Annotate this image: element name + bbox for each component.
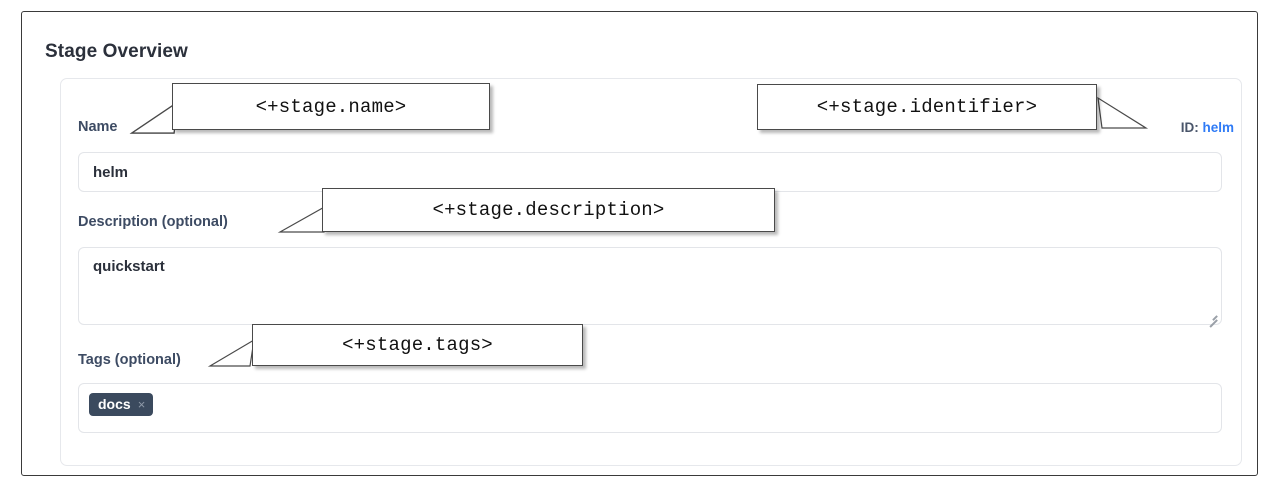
name-field-label: Name <box>78 119 118 135</box>
description-value: quickstart <box>93 258 165 275</box>
stage-id-prefix: ID: <box>1180 120 1199 135</box>
callout-stage-name: <+stage.name> <box>172 83 490 130</box>
tags-field-label: Tags (optional) <box>78 352 181 368</box>
page-title: Stage Overview <box>45 41 188 62</box>
tags-input[interactable]: docs × <box>78 383 1222 433</box>
description-textarea[interactable]: quickstart <box>78 247 1222 327</box>
tag-chip-label: docs <box>98 396 131 412</box>
callout-tail-identifier <box>1097 96 1149 129</box>
name-input[interactable] <box>78 152 1222 192</box>
stage-id-value[interactable]: helm <box>1202 120 1234 135</box>
tag-chip[interactable]: docs × <box>89 393 154 416</box>
tag-remove-icon[interactable]: × <box>137 396 146 412</box>
callout-stage-tags: <+stage.tags> <box>252 324 583 366</box>
stage-id-readout: ID: helm <box>1181 120 1234 135</box>
resize-handle-icon[interactable] <box>1206 310 1218 327</box>
callout-stage-description: <+stage.description> <box>322 188 775 232</box>
callout-stage-identifier: <+stage.identifier> <box>757 84 1097 130</box>
description-field-label: Description (optional) <box>78 214 228 230</box>
